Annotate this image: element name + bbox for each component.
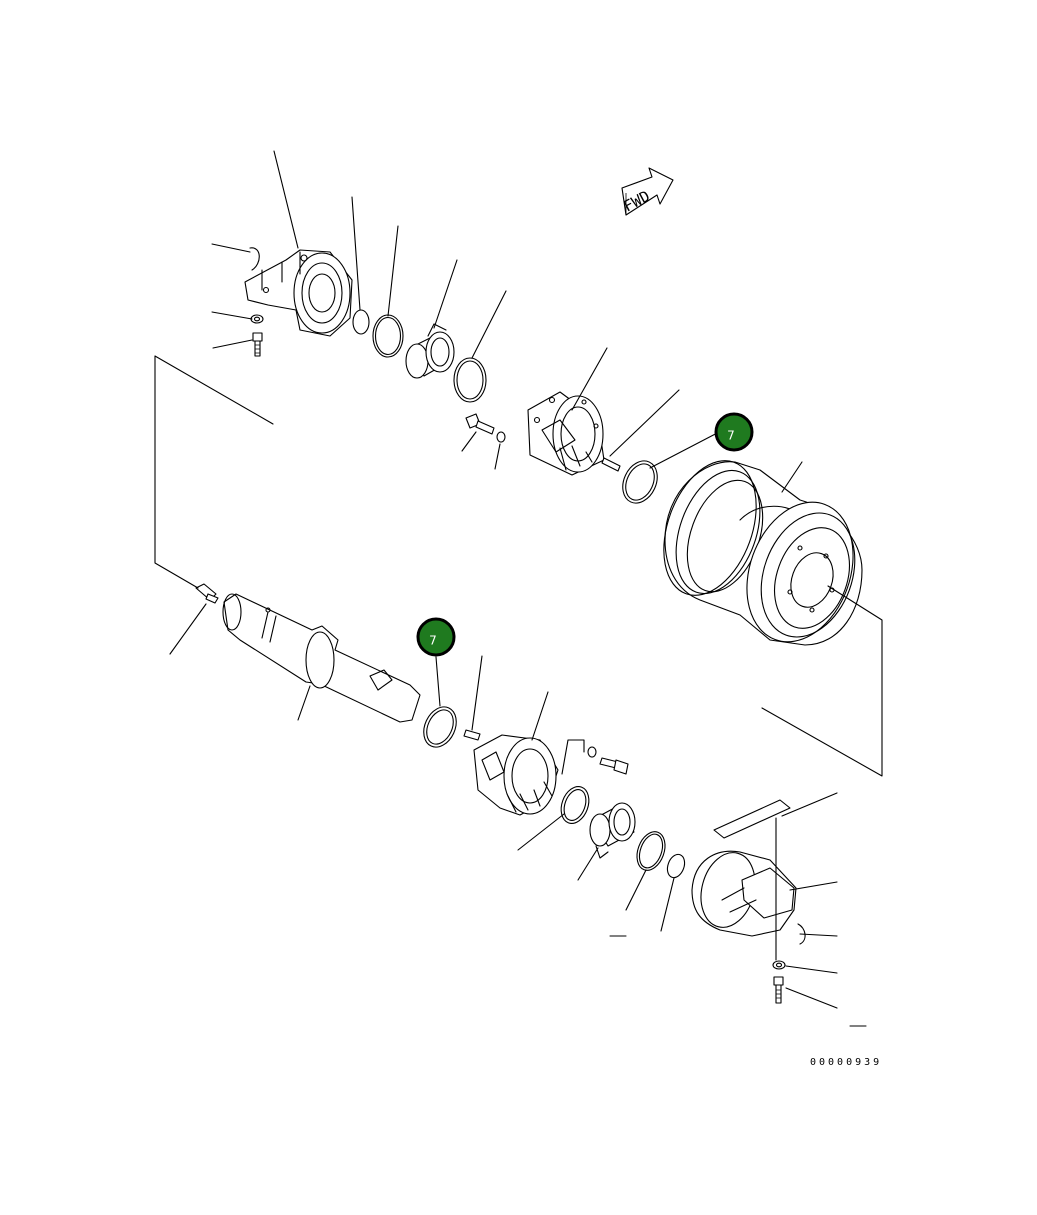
leader-lines bbox=[154, 150, 883, 1027]
upper-o-ring-large bbox=[372, 314, 404, 358]
upper-pin bbox=[601, 457, 621, 472]
lower-small-washer bbox=[587, 746, 597, 758]
fwd-arrow-icon: FWD bbox=[620, 167, 674, 216]
upper-o-ring-small bbox=[352, 309, 370, 335]
upper-o-ring-7 bbox=[622, 460, 658, 504]
lower-washer bbox=[772, 960, 786, 970]
callout-7-upper[interactable]: 7 bbox=[714, 412, 754, 452]
upper-small-bolt bbox=[465, 413, 495, 435]
track-roller bbox=[663, 460, 863, 646]
upper-small-washer bbox=[496, 431, 506, 443]
lower-plate bbox=[713, 799, 791, 839]
plug bbox=[195, 583, 219, 604]
upper-washer bbox=[250, 314, 264, 324]
callout-7-lower[interactable]: 7 bbox=[416, 617, 456, 657]
shaft bbox=[222, 593, 421, 723]
upper-floating-seal bbox=[405, 323, 455, 379]
drawing-number: 00000939 bbox=[810, 1057, 882, 1068]
upper-bracket bbox=[244, 247, 353, 337]
lower-bolt bbox=[773, 976, 784, 1004]
upper-bolt bbox=[252, 332, 263, 357]
upper-collar bbox=[527, 391, 605, 476]
lower-o-ring-7 bbox=[423, 706, 457, 748]
lower-floating-seal bbox=[589, 802, 636, 859]
lower-bracket bbox=[691, 799, 806, 945]
upper-o-ring-3 bbox=[453, 357, 487, 403]
lower-pin bbox=[463, 729, 481, 741]
lower-o-ring-2 bbox=[560, 786, 590, 824]
lower-collar bbox=[473, 734, 559, 816]
lower-o-ring-small bbox=[666, 853, 686, 879]
lower-small-bolt bbox=[599, 757, 629, 775]
